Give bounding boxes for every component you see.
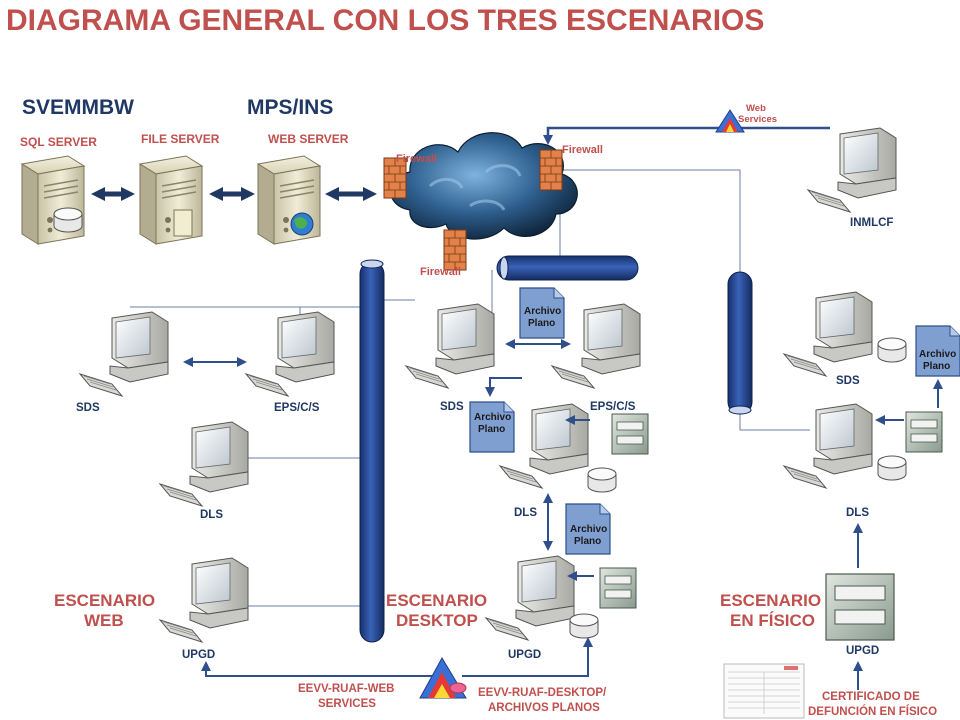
desktop-doc-3-line2: Plano (574, 536, 601, 547)
firewall-left-label: Firewall (396, 153, 437, 165)
fisico-dls-label: DLS (846, 507, 869, 519)
web-sds-label: SDS (76, 402, 100, 414)
desktop-upgd-label: UPGD (508, 649, 541, 661)
file-server-icon (139, 155, 203, 245)
inmlcf-computer-icon (807, 127, 897, 213)
web-dls-label: DLS (200, 509, 223, 521)
web-dls-computer-icon (159, 421, 249, 507)
desktop-eps-computer-icon (551, 303, 641, 389)
inmlcf-label: INMLCF (850, 217, 893, 229)
desktop-upgd-computer-icon (485, 555, 575, 641)
desktop-doc-3-line1: Archivo (570, 524, 607, 535)
desktop-doc-2-line2: Plano (478, 424, 505, 435)
network-bus-desktop (496, 255, 639, 281)
scenario-desktop-line2: DESKTOP (396, 611, 478, 630)
firewall-bottom-label: Firewall (420, 266, 461, 278)
web-upgd-label: UPGD (182, 649, 215, 661)
desktop-dls-cabinet-icon (611, 413, 649, 455)
scenario-fisico-line2: EN FÍSICO (730, 611, 815, 630)
web-services-label-line1: Web (746, 103, 766, 114)
web-server-icon (257, 155, 321, 245)
eevv-ruaf-icon (419, 656, 467, 699)
firewall-bottom-icon (443, 229, 467, 271)
bottom-cert-line2: DEFUNCIÓN EN FÍSICO (808, 705, 937, 718)
firewall-right-icon (539, 149, 563, 191)
bottom-web-line1: EEVV-RUAF-WEB (298, 683, 394, 695)
desktop-doc-1-line2: Plano (528, 318, 555, 329)
network-bus-fisico (727, 271, 753, 415)
death-certificate-thumbnail (723, 663, 805, 719)
web-services-label-line2: Services (738, 114, 777, 125)
file-server-label: FILE SERVER (141, 132, 220, 146)
web-eps-label: EPS/C/S (274, 402, 320, 414)
bottom-web-arrow (201, 661, 438, 677)
sql-server-icon (21, 155, 85, 245)
fisico-dls-computer-icon (783, 403, 873, 489)
internet-cloud-icon (389, 132, 578, 240)
web-upgd-computer-icon (159, 557, 249, 643)
desktop-doc-2-line1: Archivo (474, 412, 511, 423)
web-services-link (543, 126, 830, 145)
desktop-upgd-disk-icon (569, 613, 599, 639)
bottom-desktop-line1: EEVV-RUAF-DESKTOP/ (478, 687, 607, 699)
bottom-web-line2: SERVICES (318, 698, 376, 710)
fisico-sds-label: SDS (836, 375, 860, 387)
bottom-cert-line1: CERTIFICADO DE (822, 691, 920, 703)
fisico-doc-line2: Plano (923, 361, 950, 372)
desktop-upgd-cabinet-icon (599, 567, 637, 609)
web-eps-computer-icon (245, 311, 335, 397)
web-sds-computer-icon (79, 311, 169, 397)
bottom-desktop-arrow (462, 637, 593, 677)
fisico-doc-line1: Archivo (919, 349, 956, 360)
desktop-sds-computer-icon (405, 303, 495, 389)
network-bus-web (359, 259, 385, 643)
desktop-dls-label: DLS (514, 507, 537, 519)
fisico-dls-cabinet-icon (905, 411, 943, 453)
desktop-sds-dls-arrow (485, 377, 522, 397)
desktop-sds-label: SDS (440, 401, 464, 413)
web-services-icon (715, 109, 745, 133)
scenario-fisico-line1: ESCENARIO (720, 591, 821, 610)
desktop-dls-disk-icon (587, 467, 617, 493)
page-title: DIAGRAMA GENERAL CON LOS TRES ESCENARIOS (6, 4, 764, 37)
desktop-eps-label: EPS/C/S (590, 401, 636, 413)
sql-server-label: SQL SERVER (20, 135, 97, 149)
header-svemmbw: SVEMMBW (22, 96, 134, 119)
desktop-doc-1-line1: Archivo (524, 306, 561, 317)
fisico-dls-disk-icon (877, 455, 907, 481)
bottom-desktop-line2: ARCHIVOS PLANOS (488, 702, 600, 714)
fisico-sds-disk-icon (877, 337, 907, 363)
scenario-web-line1: ESCENARIO (54, 591, 155, 610)
fisico-sds-computer-icon (783, 291, 873, 377)
scenario-web-line2: WEB (84, 611, 124, 630)
fisico-upgd-cabinet-icon (825, 573, 895, 641)
firewall-right-label: Firewall (562, 144, 603, 156)
web-server-label: WEB SERVER (268, 132, 349, 146)
scenario-desktop-line1: ESCENARIO (386, 591, 487, 610)
fisico-upgd-label: UPGD (846, 645, 879, 657)
header-mps-ins: MPS/INS (247, 96, 333, 119)
